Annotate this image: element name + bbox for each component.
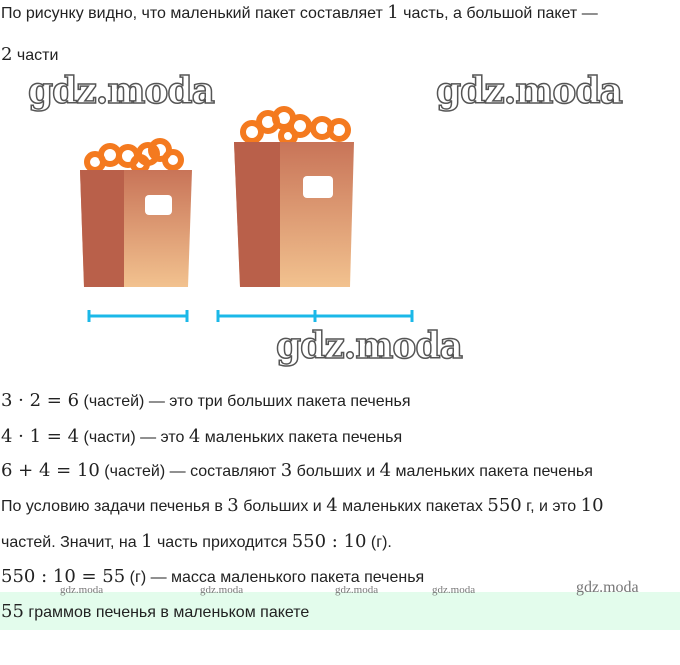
math: 4	[379, 460, 392, 481]
intro-line-1: По рисунку видно, что маленький пакет со…	[1, 2, 598, 23]
text: (частей) — это три больших пакета печень…	[79, 393, 411, 410]
watermark: gdz.moda	[335, 584, 379, 596]
condition-line-2: частей. Значит, на 1 часть приходится 55…	[1, 531, 392, 552]
text: (части) — это	[79, 429, 189, 446]
math: 4	[188, 426, 201, 447]
math: 550	[487, 495, 522, 516]
text: маленьких пакета печенья	[391, 463, 593, 480]
watermark: gdz.moda	[275, 324, 463, 368]
text: часть приходится	[152, 534, 292, 551]
big-bag	[234, 106, 354, 287]
math: 550 : 10	[291, 531, 367, 552]
text: граммов печенья в маленьком пакете	[23, 604, 310, 621]
text: маленьких пакета печенья	[200, 429, 403, 446]
watermark: gdz.moda	[432, 584, 476, 596]
text: частей. Значит, на	[1, 534, 142, 551]
math: 3	[227, 495, 239, 516]
text: По рисунку видно, что маленький пакет со…	[1, 5, 388, 22]
math: 10	[580, 495, 604, 516]
watermark: gdz.moda	[200, 584, 244, 596]
answer-box	[0, 592, 680, 630]
text: маленьких пакетах	[337, 498, 488, 515]
text: (г).	[366, 534, 392, 551]
bags-illustration	[80, 106, 414, 322]
text: часть, а большой пакет —	[398, 5, 598, 22]
text: (г) — масса маленького пакета печенья	[125, 569, 425, 586]
math: 3	[280, 460, 293, 481]
condition-line-1: По условию задачи печенья в 3 больших и …	[1, 495, 604, 516]
intro-line-2: 2 части	[1, 44, 58, 65]
math: 55	[1, 601, 24, 622]
math: 4	[326, 495, 338, 516]
text: больших и	[292, 463, 380, 480]
small-bag	[80, 138, 192, 287]
text: части	[12, 47, 59, 64]
math: 550 : 10 = 55	[1, 566, 126, 587]
math: 4 · 1 = 4	[1, 426, 80, 447]
math: 3 · 2 = 6	[1, 390, 80, 411]
watermark: gdz.moda	[576, 579, 639, 596]
text: (частей) — составляют	[99, 463, 281, 480]
step-2: 4 · 1 = 4 (части) — это 4 маленьких паке…	[1, 426, 402, 447]
step-3: 6 + 4 = 10 (частей) — составляют 3 больш…	[1, 460, 593, 481]
answer-text: 55 граммов печенья в маленьком пакете	[1, 601, 309, 622]
math: 1	[141, 531, 153, 552]
text: г, и это	[521, 498, 581, 515]
segment-big	[216, 310, 414, 322]
math: 1	[387, 2, 399, 23]
math: 2	[1, 44, 13, 65]
watermark: gdz.moda	[27, 69, 215, 113]
step-1: 3 · 2 = 6 (частей) — это три больших пак…	[1, 390, 410, 411]
text: больших и	[238, 498, 327, 515]
text: По условию задачи печенья в	[1, 498, 228, 515]
final-step: 550 : 10 = 55 (г) — масса маленького пак…	[1, 566, 424, 587]
watermark: gdz.moda	[60, 584, 104, 596]
math: 6 + 4 = 10	[1, 460, 100, 481]
segment-small	[87, 310, 189, 322]
watermark: gdz.moda	[435, 69, 623, 113]
